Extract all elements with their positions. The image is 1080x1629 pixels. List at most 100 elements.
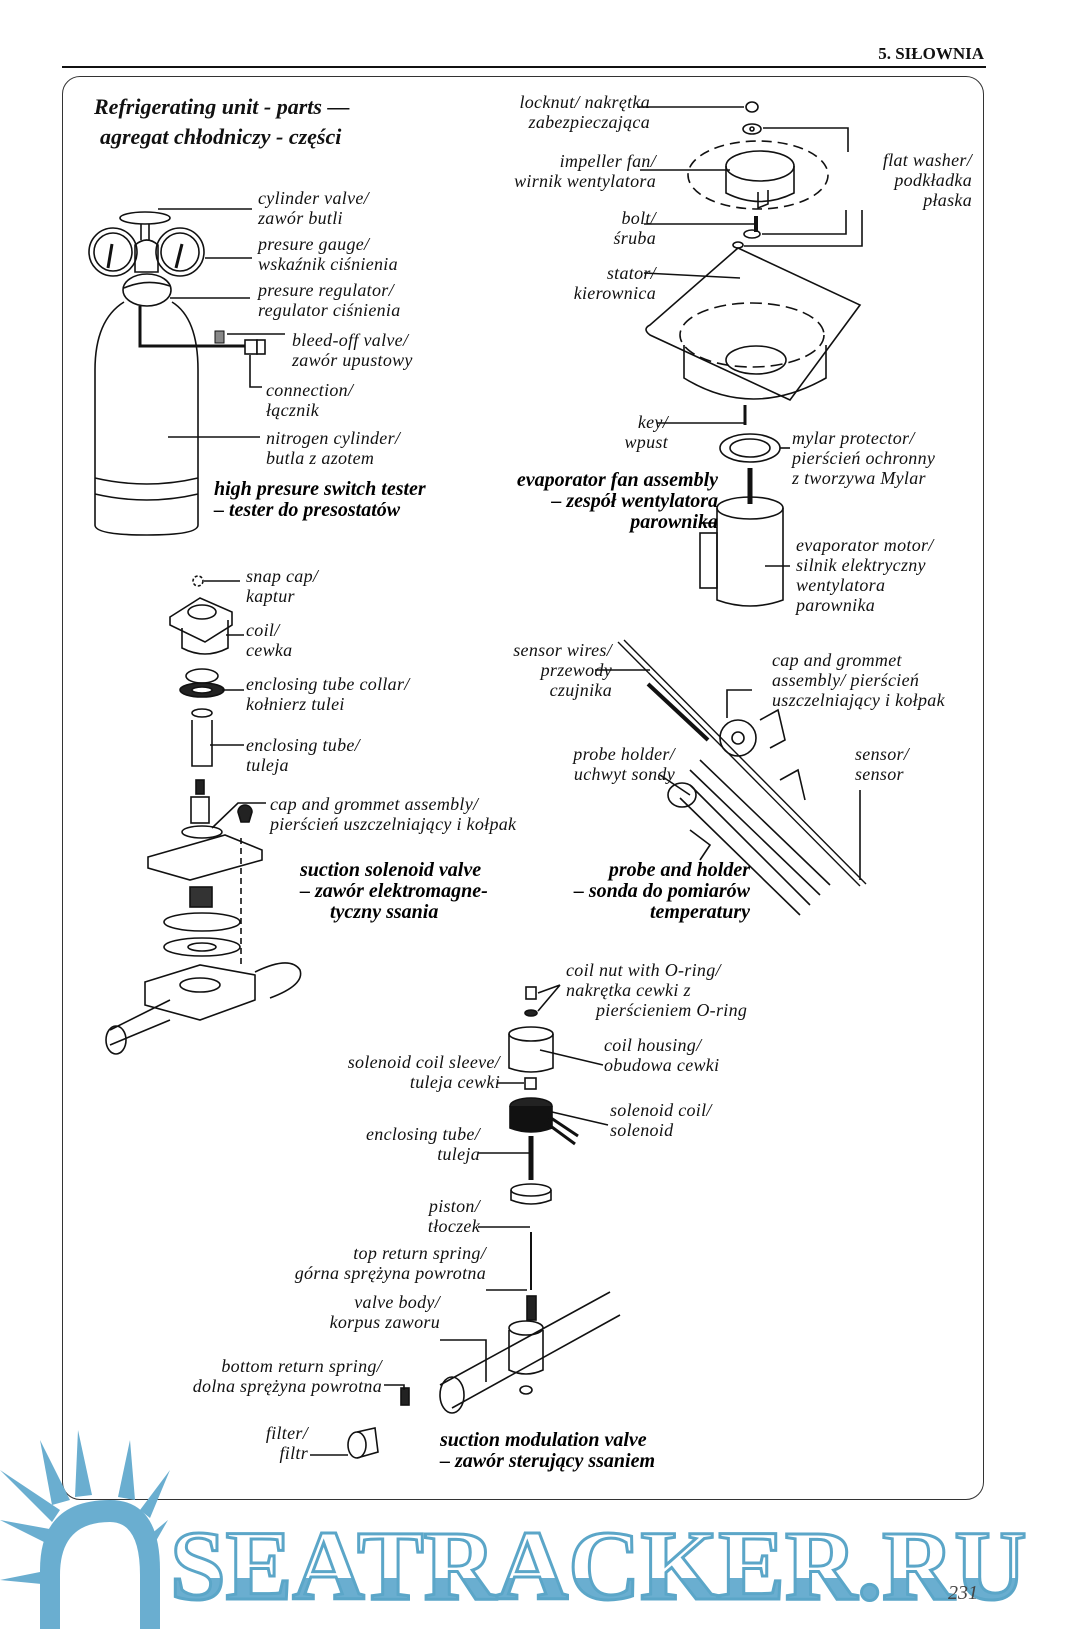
caption-pl: – zawór elektromagne- (300, 880, 488, 902)
enclosing-tube (191, 720, 213, 767)
label-pl: kierownica (573, 283, 656, 303)
label-key: key/ wpust (624, 412, 668, 452)
label-locknut: locknut/ nakrętka zabezpieczająca (519, 92, 650, 132)
label-pl-4: parownika (796, 595, 876, 615)
label-coil-housing: coil housing/ obudowa cewki (604, 1035, 719, 1075)
cylinder-valve-handle (119, 211, 171, 225)
watermark-text: SEATRACKER.RU (169, 1509, 1029, 1623)
label-en: coil housing/ (604, 1035, 702, 1055)
label-en: bleed-off valve/ (292, 330, 409, 350)
label-pl-3: wentylatora (796, 575, 886, 595)
nitrogen-cylinder-illustration (88, 208, 285, 536)
label-presure-gauge: presure gauge/ wskaźnik ciśnienia (258, 234, 398, 274)
caption-pl-2: temperatury (650, 901, 750, 923)
label-en: bottom return spring/ (221, 1356, 382, 1376)
label-en: evaporator motor/ (796, 535, 934, 555)
caption-pl: – zawór sterujący ssaniem (440, 1450, 656, 1472)
label-en: probe holder/ (573, 744, 675, 764)
caption-en: high presure switch tester (214, 478, 426, 500)
label-en: presure regulator/ (258, 280, 394, 300)
label-en: piston/ (428, 1196, 480, 1216)
label-en: locknut/ nakrętka (519, 92, 650, 112)
label-evaporator-motor: evaporator motor/ silnik elektryczny wen… (796, 535, 934, 615)
probe-holder-illustration (595, 639, 867, 916)
top-return-spring (526, 1295, 537, 1321)
label-enclosing-tube-mod: enclosing tube/ tuleja (366, 1124, 480, 1164)
label-pl: zawór butli (258, 208, 343, 228)
label-presure-regulator: presure regulator/ regulator ciśnienia (258, 280, 401, 320)
label-pl: górna sprężyna powrotna (294, 1263, 486, 1283)
modulation-valve-illustration (310, 984, 621, 1459)
label-pl: butla z azotem (266, 448, 375, 468)
label-nitrogen-cylinder: nitrogen cylinder/ butla z azotem (266, 428, 400, 468)
page-number: 231 (948, 1582, 978, 1604)
stator (645, 247, 862, 402)
caption-pl-2: tyczny ssania (330, 901, 439, 923)
label-en: nitrogen cylinder/ (266, 428, 401, 448)
label-cylinder-valve: cylinder valve/ zawór butli (258, 188, 369, 228)
label-pl: filtr (279, 1443, 308, 1463)
label-en: sensor wires/ (513, 640, 612, 660)
label-valve-body: valve body/ korpus zaworu (330, 1292, 440, 1332)
label-cap-grommet-valve: cap and grommet assembly/ pierścień uszc… (270, 794, 516, 834)
label-pl: łącznik (266, 400, 320, 420)
evaporator-fan-illustration (637, 101, 863, 607)
flat-washer-bottom (743, 229, 761, 239)
label-impeller-fan: impeller fan/ wirnik wentylatora (514, 151, 656, 191)
label-bleed-off-valve: bleed-off valve/ zawór upustowy (292, 330, 413, 370)
label-top-return-spring: top return spring/ górna sprężyna powrot… (295, 1243, 486, 1283)
label-pl: obudowa cewki (604, 1055, 720, 1075)
label-en: solenoid coil/ (610, 1100, 712, 1120)
label-pl-2: z tworzywa Mylar (792, 468, 926, 488)
header-rule (62, 66, 986, 68)
label-pl: pierścień ochronny (792, 448, 936, 468)
label-coil: coil/ cewka (246, 620, 292, 660)
label-en: enclosing tube collar/ (246, 674, 410, 694)
caption-pl-2: parownika (630, 511, 718, 533)
caption-switch-tester: high presure switch tester – tester do p… (214, 479, 426, 521)
label-pl: zabezpieczająca (528, 112, 650, 132)
label-enclosing-tube-collar: enclosing tube collar/ kołnierz tulei (246, 674, 410, 714)
section-header: 5. SIŁOWNIA (878, 44, 984, 63)
label-pl: dolna sprężyna powrotna (192, 1376, 382, 1396)
caption-en: suction modulation valve (440, 1429, 647, 1451)
label-sensor-wires: sensor wires/ przewody czujnika (513, 640, 612, 700)
page-title: Refrigerating unit - parts — agregat chł… (94, 92, 349, 152)
label-pl: uchwyt sondy (573, 764, 675, 784)
label-pl: zawór upustowy (292, 350, 413, 370)
coil (169, 597, 233, 643)
label-en: key/ (637, 412, 668, 432)
label-piston: piston/ tłoczek (428, 1196, 480, 1236)
caption-en: suction solenoid valve (300, 859, 482, 881)
label-en: enclosing tube/ (246, 735, 360, 755)
valve-body (439, 1291, 621, 1409)
label-flat-washer: flat washer/ podkładka płaska (883, 150, 972, 210)
label-pl-2: pierścieniem O-ring (596, 1000, 748, 1020)
label-pl: assembly/ pierścień (772, 670, 920, 690)
label-pl: przewody (540, 660, 612, 680)
label-en: bolt/ (621, 208, 656, 228)
coil-nut (525, 986, 537, 1000)
label-en: mylar protector/ (792, 428, 915, 448)
label-coil-nut: coil nut with O-ring/ nakrętka cewki z p… (566, 960, 747, 1020)
label-pl: wpust (624, 432, 668, 452)
label-filter: filter/ filtr (266, 1423, 308, 1463)
label-pl-2: czujnika (549, 680, 612, 700)
watermark: SEATRACKER.RU SEATRACKER.RU (169, 1506, 1070, 1629)
label-pl: wskaźnik ciśnienia (258, 254, 398, 274)
caption-pl: – tester do presostatów (214, 499, 401, 521)
label-en: flat washer/ (882, 150, 972, 170)
label-coil-sleeve: solenoid coil sleeve/ tuleja cewki (348, 1052, 500, 1092)
label-en: valve body/ (354, 1292, 440, 1312)
label-pl: tuleja cewki (409, 1072, 500, 1092)
label-pl: tuleja (437, 1144, 480, 1164)
flat-washer-top (742, 123, 762, 135)
caption-en: probe and holder (608, 859, 750, 881)
label-pl: podkładka (894, 170, 972, 190)
label-pl-2: płaska (923, 190, 972, 210)
label-mylar-protector: mylar protector/ pierścień ochronny z tw… (792, 428, 935, 488)
label-pl: wirnik wentylatora (514, 171, 656, 191)
label-pl: silnik elektryczny (796, 555, 926, 575)
label-stator: stator/ kierownica (574, 263, 656, 303)
caption-modulation-valve: suction modulation valve – zawór sterują… (440, 1430, 655, 1472)
